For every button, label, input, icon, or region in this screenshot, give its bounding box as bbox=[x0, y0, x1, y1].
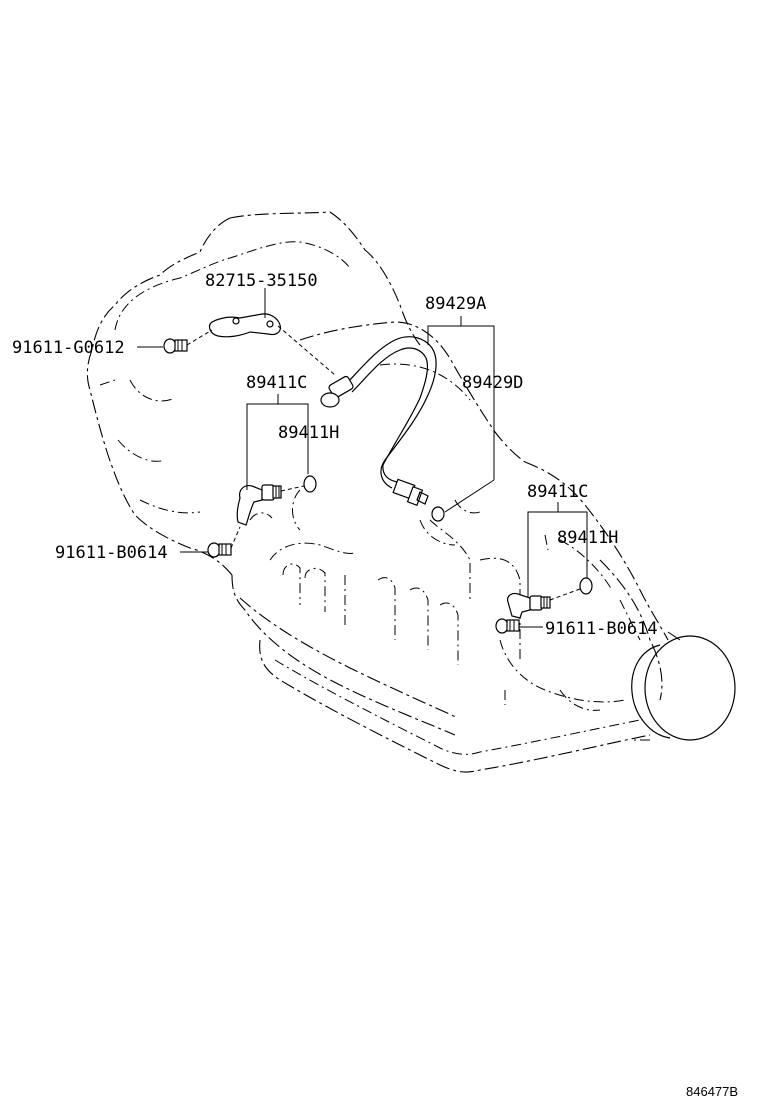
speed-sensor-right bbox=[507, 592, 551, 619]
bolt-b0614-right bbox=[495, 618, 520, 634]
label-91611-g0612: 91611-G0612 bbox=[12, 338, 125, 358]
leader-lines bbox=[137, 288, 681, 641]
bolt-b0614-left bbox=[207, 542, 232, 558]
label-89411c-right: 89411C bbox=[527, 482, 588, 502]
bracket-82715 bbox=[208, 313, 281, 338]
oring-right bbox=[579, 577, 593, 595]
label-91611-b0614-left: 91611-B0614 bbox=[55, 543, 168, 563]
harness-oring bbox=[431, 506, 445, 522]
label-89411h-left: 89411H bbox=[278, 423, 339, 443]
label-89429a: 89429A bbox=[425, 294, 486, 314]
oring-left bbox=[303, 475, 317, 493]
bolt-g0612 bbox=[163, 338, 188, 354]
output-flange-face bbox=[644, 635, 736, 741]
label-82715-35150: 82715-35150 bbox=[205, 271, 318, 291]
transmission-housing bbox=[86, 211, 736, 773]
wire-harness bbox=[320, 336, 437, 506]
label-89411h-right: 89411H bbox=[557, 528, 618, 548]
label-91611-b0614-right: 91611-B0614 bbox=[545, 619, 658, 639]
harness-end-connector bbox=[392, 478, 429, 506]
label-89429d: 89429D bbox=[462, 373, 523, 393]
figure-id: 846477B bbox=[686, 1084, 738, 1099]
speed-sensor-left bbox=[236, 484, 282, 526]
label-89411c-left: 89411C bbox=[246, 373, 307, 393]
harness-left-connector bbox=[320, 375, 354, 408]
